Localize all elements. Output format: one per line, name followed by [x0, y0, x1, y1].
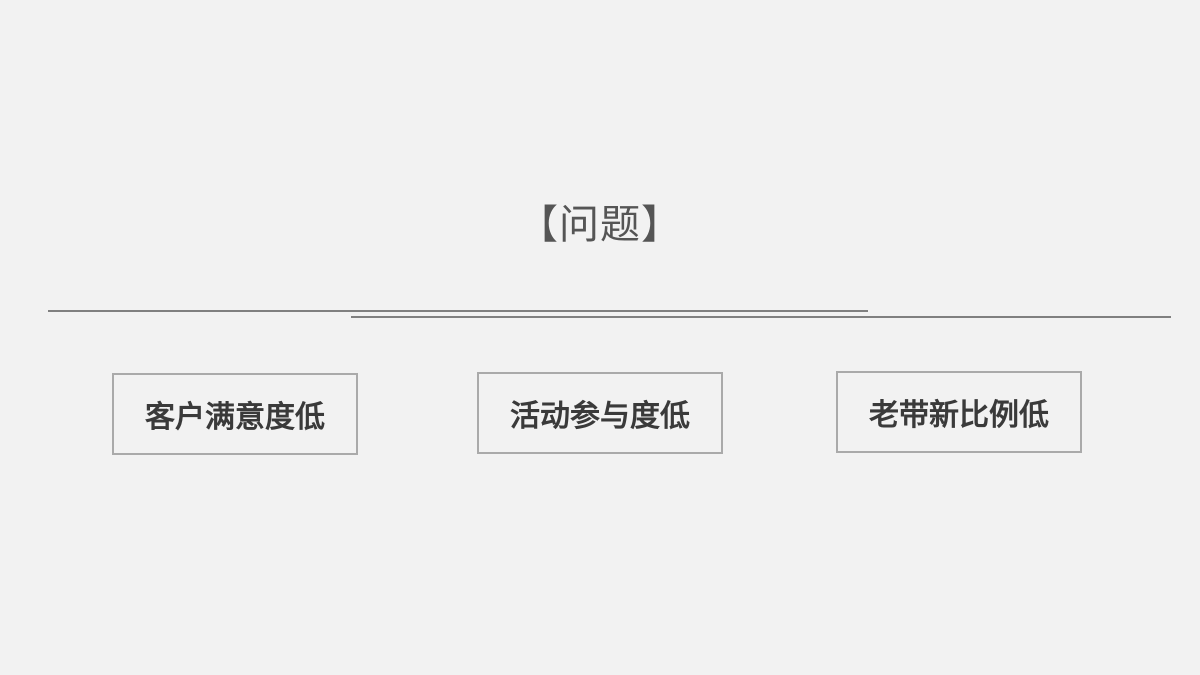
divider-line-upper [48, 310, 868, 312]
slide-title: 【问题】 [518, 202, 682, 248]
problem-box-activity-participation: 活动参与度低 [477, 372, 723, 454]
problem-label: 老带新比例低 [869, 398, 1049, 433]
problem-label: 活动参与度低 [510, 399, 690, 434]
problem-label: 客户满意度低 [145, 400, 325, 435]
problem-box-referral-ratio: 老带新比例低 [836, 371, 1082, 453]
problem-box-customer-satisfaction: 客户满意度低 [112, 373, 358, 455]
divider-line-lower [351, 316, 1171, 318]
